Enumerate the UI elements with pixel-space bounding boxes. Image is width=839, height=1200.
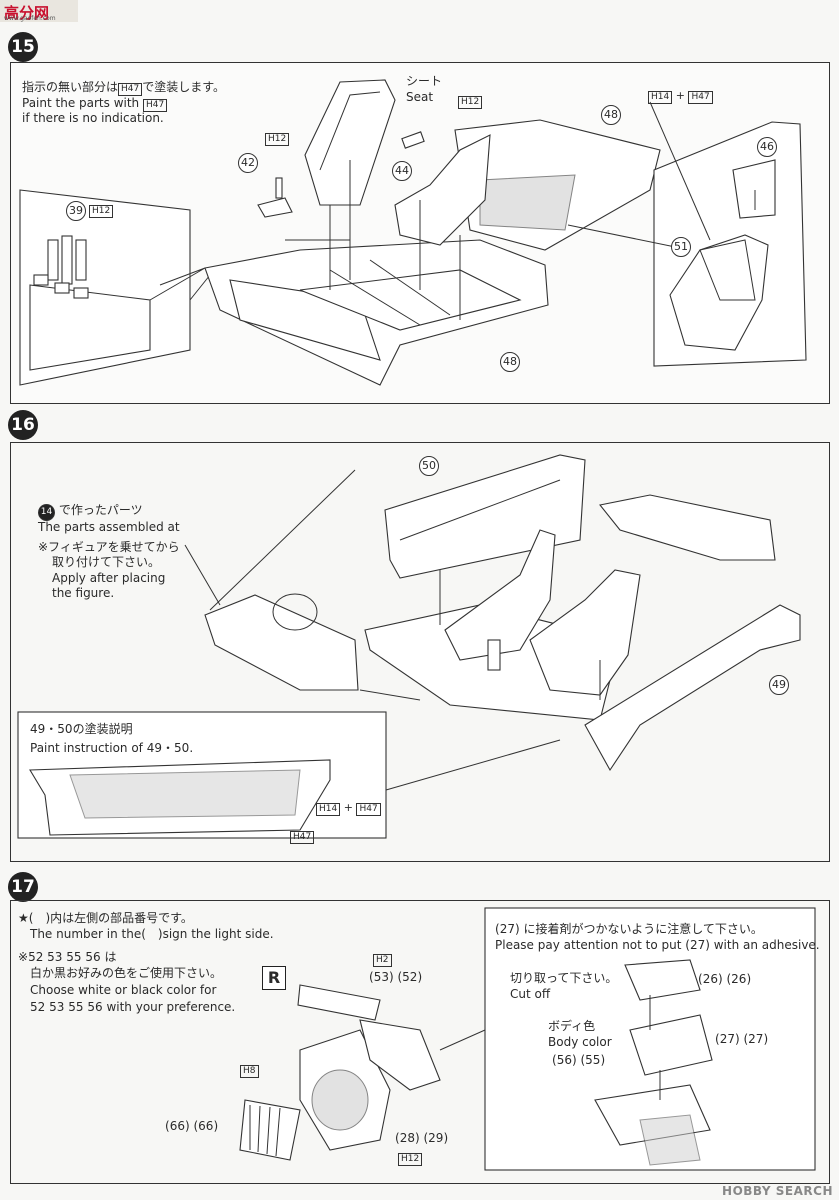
step-16-figure-en2: the figure. [52,586,115,600]
step-16-figure-jp2: 取り付けて下さい。 [52,555,161,569]
part-49: 49 [769,675,789,695]
part-28-29: (28) (29) [395,1131,449,1145]
part-56-55: (56) (55) [552,1053,606,1067]
paint-h14-plus-h47: H14 + H47 [316,801,381,816]
step-15-rear-seats [349,119,661,320]
step-17-panel [10,900,830,1184]
body-color-jp: ボディ色 [548,1019,596,1033]
step-17-number: 17 [8,872,38,902]
paint-h47: H47 [290,829,315,844]
adhesive-warning-en: Please pay attention not to put (27) wit… [495,938,820,952]
adhesive-warning-jp: (27) に接着剤がつかないように注意して下さい。 [495,922,763,936]
step-15-number: 15 [8,32,38,62]
paint-h12: H12 [398,1151,423,1166]
step-16-ref-en: The parts assembled at [38,520,180,534]
part-50: 50 [419,456,439,476]
step-17-panel-parts [239,984,486,1161]
paint-h12: H12 [89,203,114,218]
step-16-dash [184,469,421,701]
step-16-paint-inset [17,711,561,839]
step-16-number: 16 [8,410,38,440]
step-16-ref-jp: 14 で作ったパーツ [38,503,143,521]
part-48-bottom: 48 [500,352,520,372]
paint-h2: H2 [373,952,392,967]
right-side-marker: R [262,966,286,990]
part-42: 42 [238,153,258,173]
cut-off-en: Cut off [510,987,551,1001]
step-15-floor [149,239,549,386]
seat-label-jp: シート [406,74,443,88]
part-44: 44 [392,161,412,181]
step-15-seat-inset [567,101,807,367]
paint-h47: H47 [118,83,143,96]
cut-off-jp: 切り取って下さい。 [510,971,618,985]
step-16-interior [364,454,801,772]
paint-h8: H8 [240,1063,259,1078]
step-17-note1-jp: ★( )内は左側の部品番号です。 [18,911,193,925]
step-15-pedals-inset [19,189,211,386]
step-17-note2-en1: Choose white or black color for [30,983,217,997]
paint-h12: H12 [265,131,290,146]
body-color-en: Body color [548,1035,612,1049]
step-16-panel [10,442,830,862]
step-17-note1-en: The number in the( )sign the light side. [30,927,274,941]
step-15-seat-42 [257,79,396,290]
seat-label-en: Seat [406,90,434,104]
paint-instruction-jp: 49・50の塗装説明 [30,722,133,736]
step-17-note2-en2: 52 53 55 56 with your preference. [30,1000,236,1014]
part-39: 39 [66,201,86,221]
step-17-note2-jp: ※52 53 55 56 は [18,950,117,964]
part-46: 46 [757,137,777,157]
part-66-66: (66) (66) [165,1119,219,1133]
step-15-note-en1: Paint the parts with H47 [22,96,168,112]
paint-instruction-en: Paint instruction of 49・50. [30,741,194,755]
site-logo[interactable]: 高分网 www.gaofen.com [0,0,78,22]
step-17-note2-jp2: 白か黒お好みの色をご使用下さい。 [30,966,223,980]
part-53-52: (53) (52) [369,970,423,984]
step-15-note-en2: if there is no indication. [22,111,164,125]
part-48-top: 48 [601,105,621,125]
paint-h12: H12 [458,94,483,109]
step-16-figure-jp1: ※フィギュアを乗せてから [38,540,180,554]
step-16-figure-en1: Apply after placing [52,571,166,585]
part-51: 51 [671,237,691,257]
part-26-26: (26) (26) [698,972,752,986]
part-27-27: (27) (27) [715,1032,769,1046]
watermark: HOBBY SEARCH [722,1184,833,1198]
site-logo-url: www.gaofen.com [4,15,56,22]
paint-h47: H47 [142,99,168,112]
step-17-inset-parts [484,907,816,1171]
site-logo-text: 高分网 [4,4,50,22]
paint-h14-plus-h47: H14 + H47 [648,89,713,104]
